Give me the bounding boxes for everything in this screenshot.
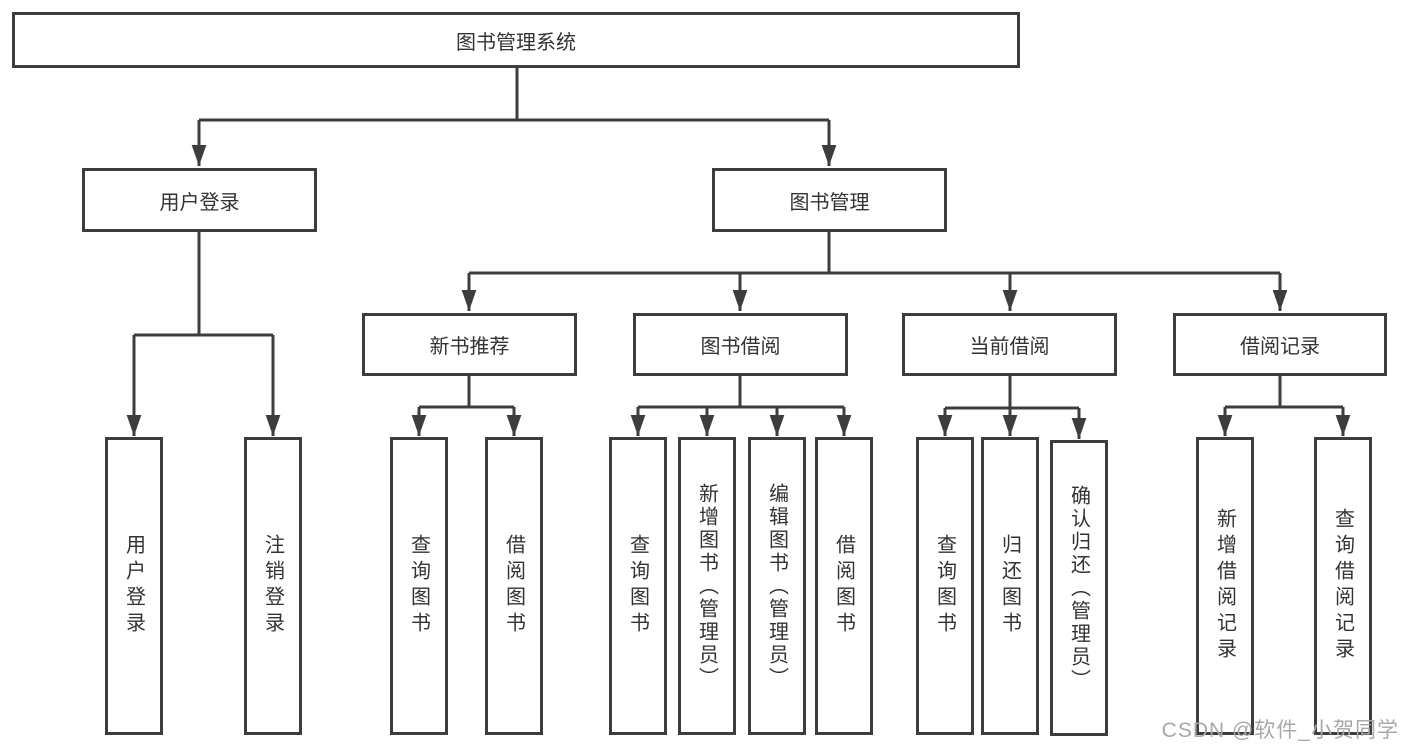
node-leaf-br-query-record: 查询借阅记录 — [1314, 437, 1372, 735]
node-label: 编辑图书（管理员） — [765, 482, 788, 690]
node-label: 查询借阅记录 — [1331, 508, 1354, 664]
node-borrow-record: 借阅记录 — [1173, 313, 1387, 376]
node-leaf-bb-query-books: 查询图书 — [609, 437, 667, 735]
node-leaf-cb-confirm-return-admin: 确认归还（管理员） — [1050, 440, 1108, 736]
trunk-current-borrow — [945, 376, 1079, 410]
node-leaf-logout: 注销登录 — [244, 437, 302, 735]
node-label: 图书管理系统 — [456, 31, 576, 54]
node-user-login: 用户登录 — [82, 168, 317, 232]
node-book-management: 图书管理 — [712, 168, 947, 232]
node-leaf-cb-query-books: 查询图书 — [916, 437, 974, 735]
node-root-library-system: 图书管理系统 — [12, 12, 1020, 68]
trunk-book-management — [469, 232, 1280, 275]
node-leaf-rec-query-books: 查询图书 — [390, 437, 448, 735]
node-leaf-br-add-record: 新增借阅记录 — [1196, 437, 1254, 735]
node-label: 新书推荐 — [429, 336, 510, 358]
node-label: 注销登录 — [261, 534, 284, 638]
csdn-watermark: CSDN @软件_小贺同学 — [1161, 719, 1399, 742]
node-label: 借阅记录 — [1240, 336, 1320, 358]
node-leaf-user-login: 用户登录 — [105, 437, 163, 735]
node-label: 查询图书 — [933, 534, 956, 638]
node-label: 当前借阅 — [969, 336, 1050, 358]
node-label: 借阅图书 — [832, 534, 855, 638]
node-label: 查询图书 — [407, 534, 430, 638]
node-leaf-cb-return-books: 归还图书 — [981, 437, 1039, 735]
node-label: 新增图书（管理员） — [695, 482, 718, 690]
node-leaf-rec-borrow-books: 借阅图书 — [485, 437, 543, 735]
node-leaf-bb-edit-books-admin: 编辑图书（管理员） — [748, 437, 806, 735]
trunk-new-book-recommend — [419, 376, 514, 409]
node-label: 确认归还（管理员） — [1067, 484, 1090, 692]
node-label: 图书管理 — [789, 191, 870, 214]
node-label: 用户登录 — [159, 191, 240, 214]
trunk-borrow-record — [1225, 376, 1343, 409]
node-label: 借阅图书 — [502, 534, 525, 638]
trunk-root — [199, 68, 829, 122]
node-label: 新增借阅记录 — [1213, 508, 1236, 664]
node-book-borrow: 图书借阅 — [633, 313, 848, 376]
node-leaf-bb-borrow-books: 借阅图书 — [815, 437, 873, 735]
trunk-book-borrow — [638, 376, 844, 409]
node-current-borrow: 当前借阅 — [902, 313, 1117, 376]
node-leaf-bb-add-books-admin: 新增图书（管理员） — [678, 437, 736, 735]
trunk-user-login — [134, 232, 273, 337]
node-label: 用户登录 — [122, 534, 145, 638]
node-label: 查询图书 — [626, 534, 649, 638]
node-label: 归还图书 — [998, 534, 1021, 638]
node-new-book-recommend: 新书推荐 — [362, 313, 577, 376]
node-label: 图书借阅 — [700, 336, 781, 358]
